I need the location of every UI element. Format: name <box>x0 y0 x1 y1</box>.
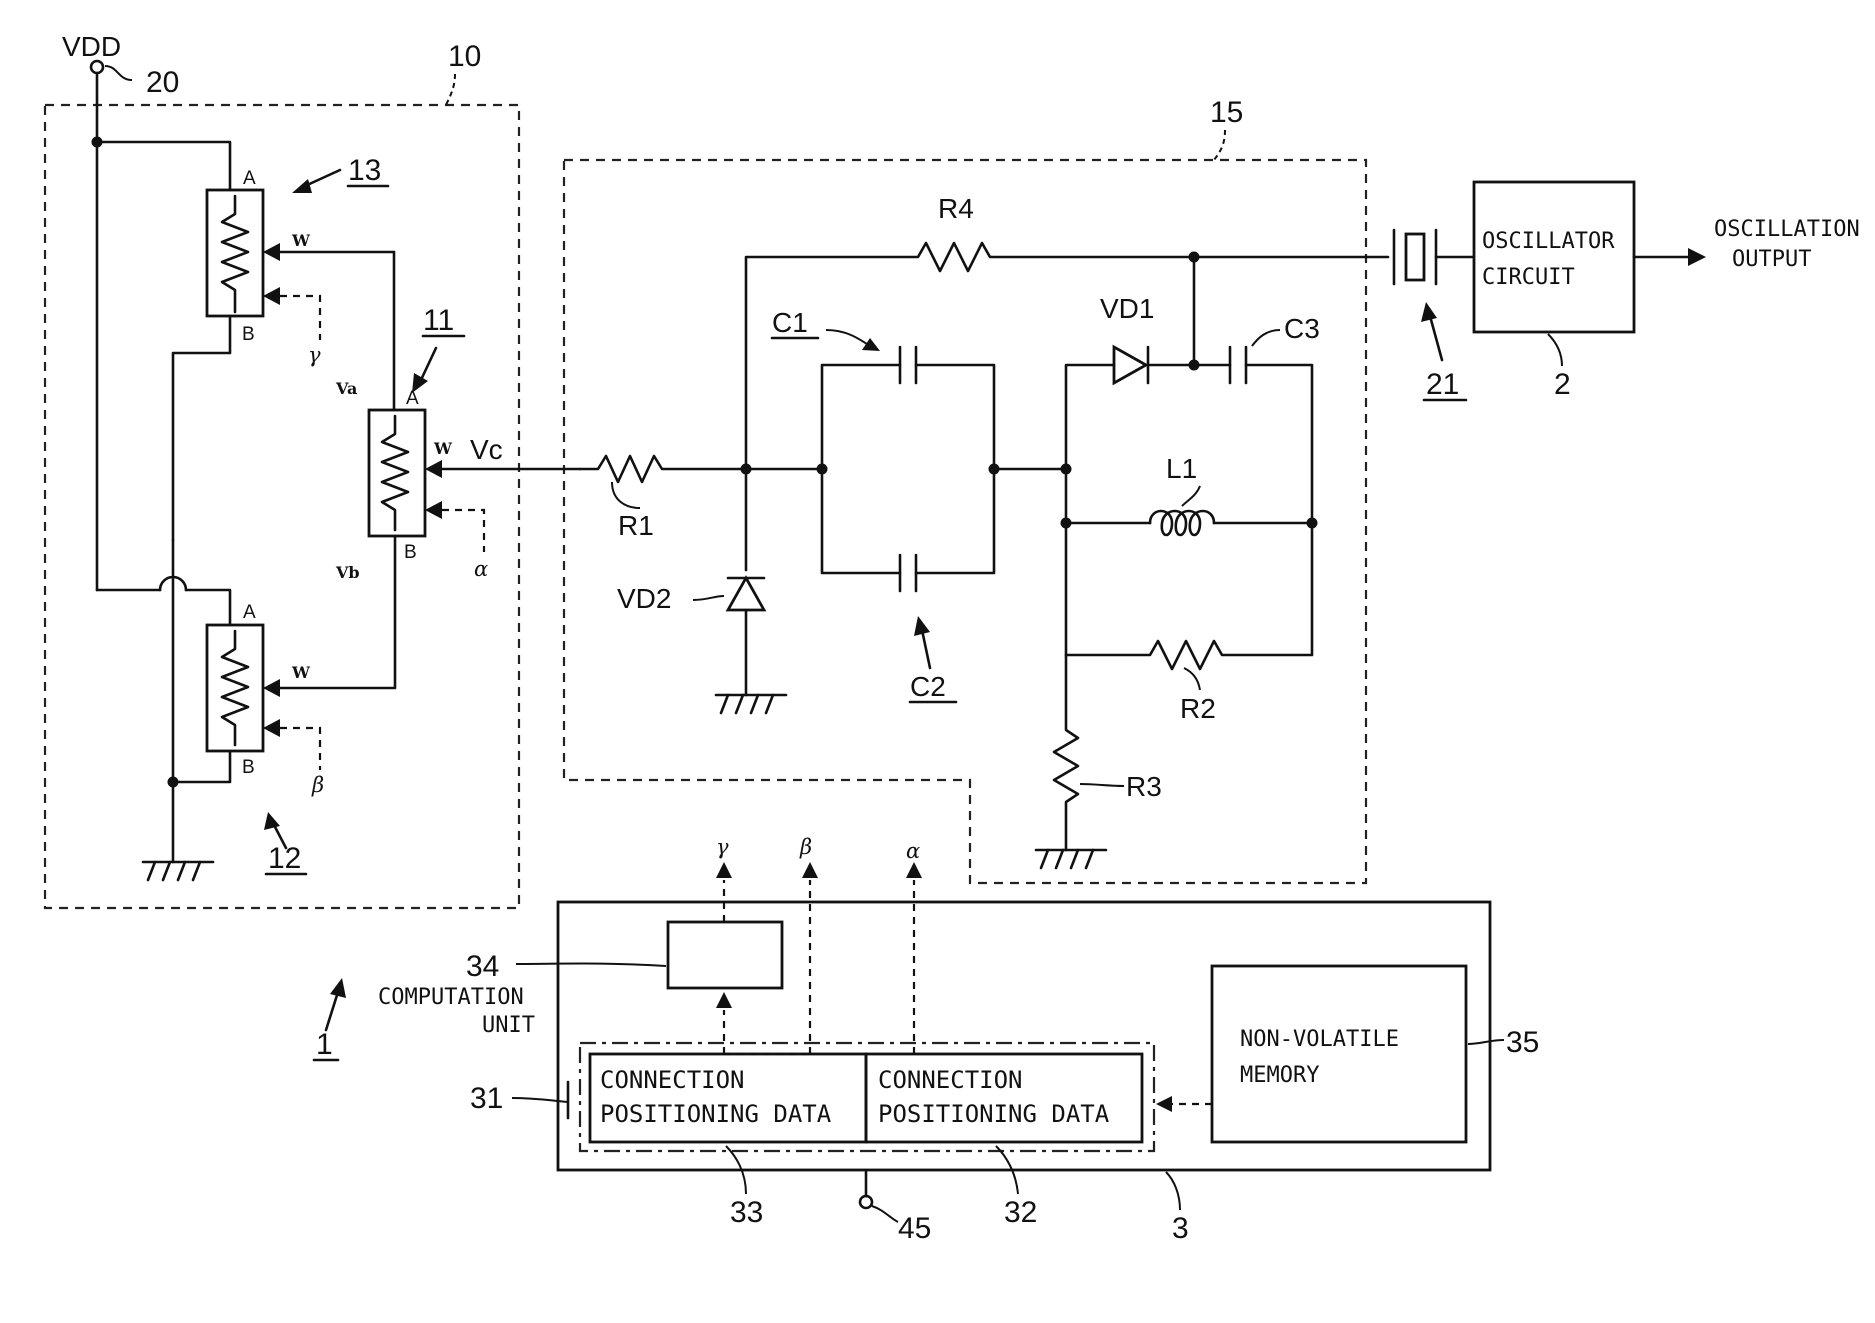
unit-3-ref: 3 <box>1172 1212 1189 1245</box>
block-15-outline <box>564 160 1366 883</box>
register-33-line2: POSITIONING DATA <box>600 1100 832 1128</box>
pot-11: A B Va Vb W Vc α 11 <box>335 304 580 582</box>
c1-label: C1 <box>772 307 808 338</box>
r4-label: R4 <box>938 193 974 224</box>
memory-to-register-arrow <box>1156 1096 1172 1112</box>
memory-35-box <box>1212 966 1466 1142</box>
device-1-ref: 1 <box>316 1028 333 1061</box>
vd1-diode: VD1 <box>1100 293 1154 383</box>
block-10-outline <box>45 105 519 908</box>
register-32-line2: POSITIONING DATA <box>878 1100 1110 1128</box>
memory-line2: MEMORY <box>1240 1063 1319 1088</box>
alpha-arrow-label: α <box>906 839 920 863</box>
vd2-varactor: VD2 <box>617 578 764 695</box>
register-32-ref: 32 <box>1004 1196 1037 1229</box>
output-line2: OUTPUT <box>1732 247 1811 272</box>
pot-11-vb: Vb <box>335 563 360 582</box>
block-34-box <box>668 922 782 988</box>
pot-12-pin-a: A <box>243 602 256 623</box>
pot-13-pin-w: W <box>291 231 311 250</box>
pot-11-pin-w: W <box>433 439 453 458</box>
oscillator-line2: CIRCUIT <box>1482 265 1575 290</box>
computation-line2: UNIT <box>482 1013 535 1038</box>
oscillator-line1: OSCILLATOR <box>1482 229 1615 254</box>
register-32-line1: CONNECTION <box>878 1066 1023 1094</box>
vc-label: Vc <box>470 434 503 465</box>
vd2-label: VD2 <box>617 583 671 614</box>
pot-12-pin-b: B <box>242 757 255 778</box>
pot-12-pin-w: W <box>291 663 311 682</box>
register-33-line1: CONNECTION <box>600 1066 745 1094</box>
r3-label: R3 <box>1126 771 1162 802</box>
pot-13-pin-a: A <box>243 168 256 189</box>
pot-13-gamma: γ <box>308 343 321 367</box>
output-line1: OSCILLATION <box>1714 217 1860 242</box>
pot-12: A B W β 12 <box>207 602 324 875</box>
l1-label: L1 <box>1166 453 1197 484</box>
beta-arrow-label: β <box>799 835 812 859</box>
computation-line1: COMPUTATION <box>378 985 524 1010</box>
ground-left <box>143 862 213 880</box>
c2-label: C2 <box>910 671 946 702</box>
crystal-21: 21 <box>1394 230 1474 401</box>
terminal-45-ref: 45 <box>898 1212 931 1245</box>
r1-label: R1 <box>618 510 654 541</box>
ground-vd2 <box>716 695 786 713</box>
pot-13: A B W γ 13 <box>207 154 394 367</box>
output-arrow <box>1688 248 1706 266</box>
memory-line1: NON-VOLATILE <box>1240 1027 1399 1052</box>
memory-ref: 35 <box>1506 1026 1539 1059</box>
c3-label: C3 <box>1284 313 1320 344</box>
block-15-ref: 15 <box>1210 96 1243 129</box>
pot-11-ref: 11 <box>423 304 454 337</box>
pot-12-beta: β <box>311 773 324 797</box>
ground-r3 <box>1036 850 1106 868</box>
vdd-label: VDD <box>62 31 121 62</box>
block-10-ref: 10 <box>448 40 481 73</box>
r2-label: R2 <box>1180 693 1216 724</box>
vdd-terminal-ref: 20 <box>146 66 179 99</box>
register-31-ref: 31 <box>470 1082 503 1115</box>
oscillator-circuit-box <box>1474 182 1634 332</box>
vdd-terminal: VDD 20 <box>62 31 179 590</box>
register-33-ref: 33 <box>730 1196 763 1229</box>
vd1-label: VD1 <box>1100 293 1154 324</box>
pot-11-va: Va <box>335 379 357 398</box>
pot-11-alpha: α <box>474 557 488 581</box>
gamma-arrow-label: γ <box>716 835 729 859</box>
crystal-21-ref: 21 <box>1426 368 1459 401</box>
pot-11-pin-b: B <box>404 542 417 563</box>
pot-13-pin-b: B <box>242 324 255 345</box>
block-34-ref: 34 <box>466 950 499 983</box>
oscillator-ref: 2 <box>1554 368 1571 401</box>
pot-13-ref: 13 <box>348 154 381 187</box>
